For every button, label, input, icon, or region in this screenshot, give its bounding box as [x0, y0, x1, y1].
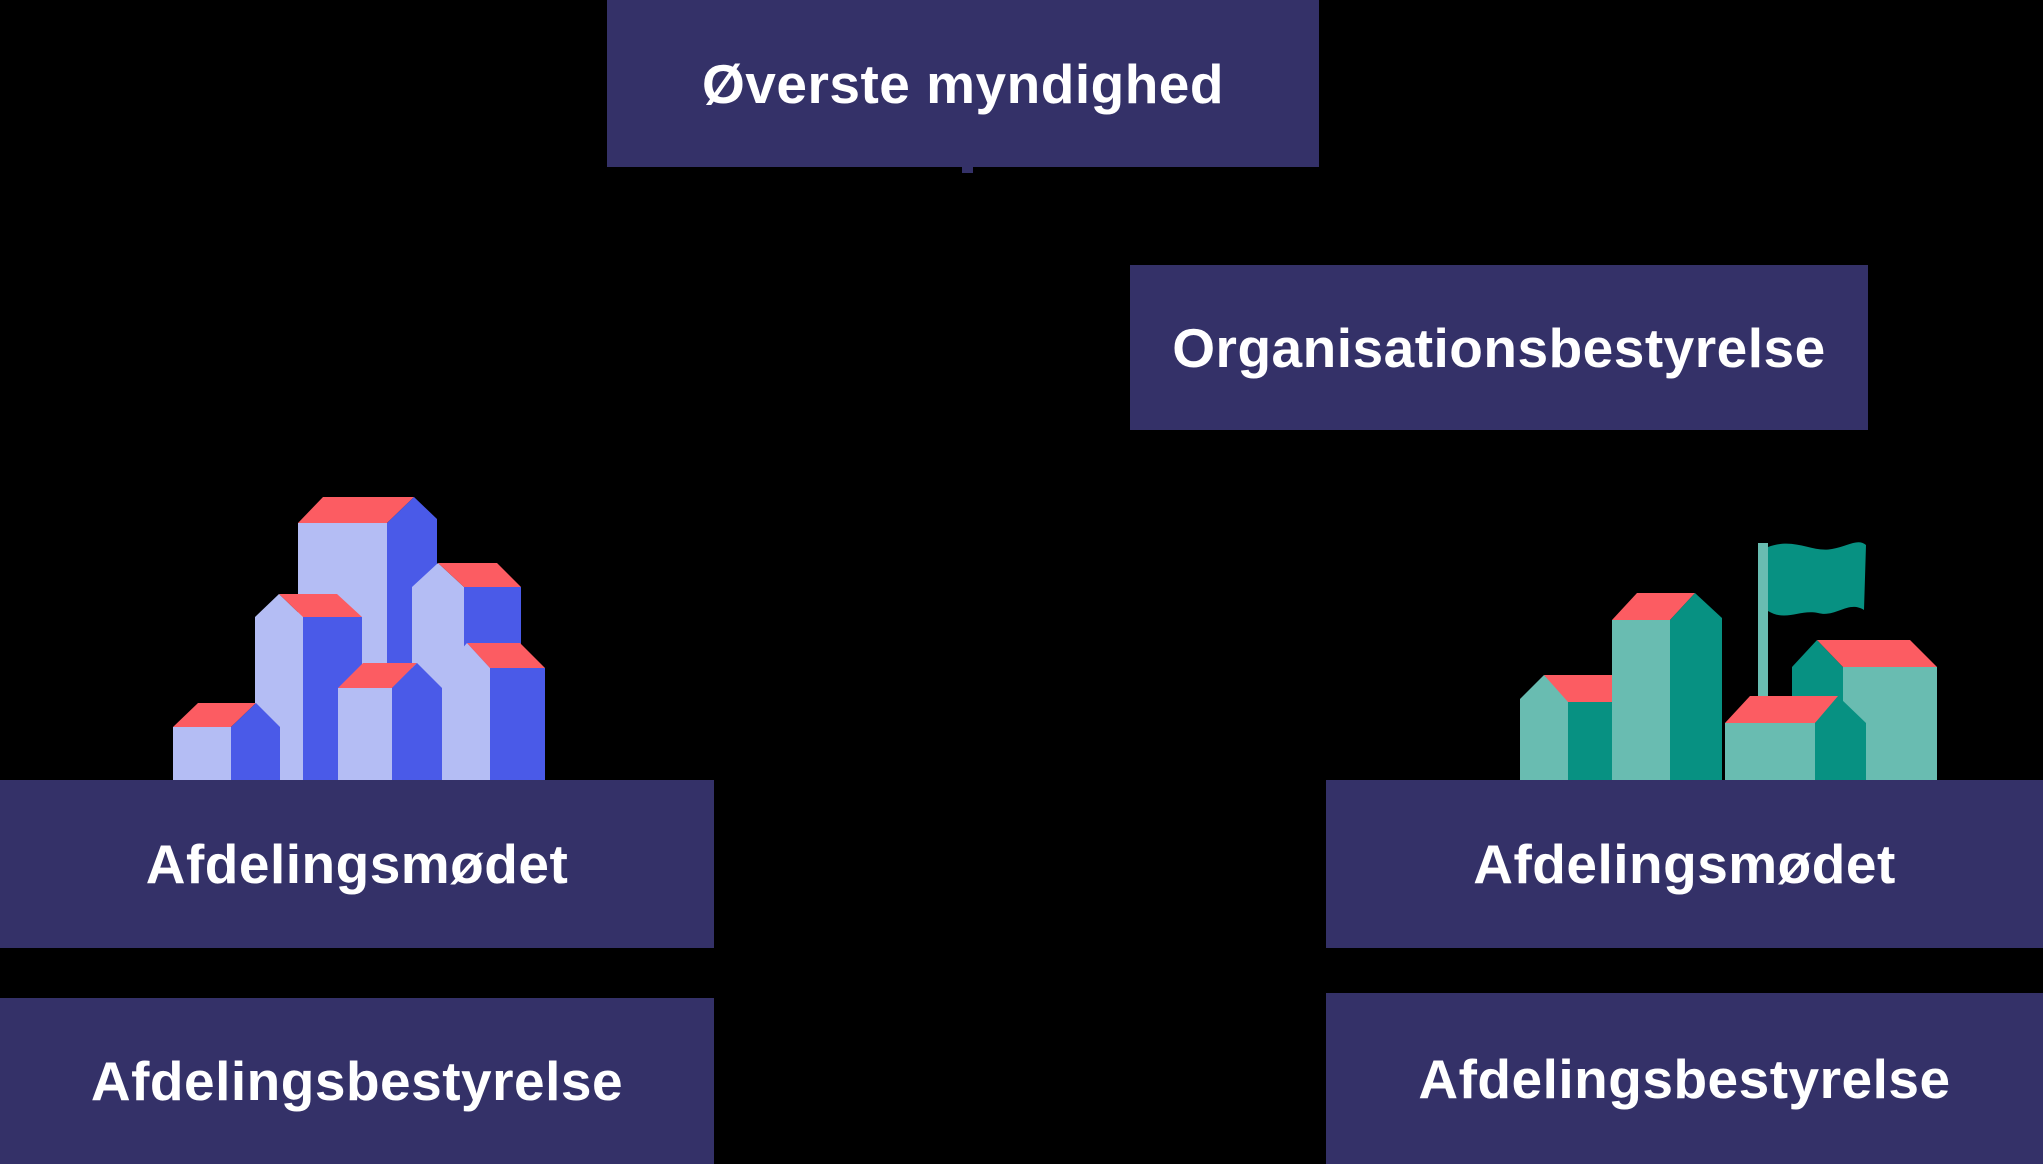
box-organisationsbestyrelse-label: Organisationsbestyrelse — [1172, 316, 1826, 379]
box-left-afdelingsbestyrelse: Afdelingsbestyrelse — [0, 998, 714, 1164]
green-buildings-flag-icon — [1520, 542, 1937, 781]
box-right-afdelingsmodet-label: Afdelingsmødet — [1473, 833, 1896, 895]
box-right-afdelingsbestyrelse-label: Afdelingsbestyrelse — [1418, 1047, 1951, 1110]
box-left-afdelingsmodet: Afdelingsmødet — [0, 780, 714, 948]
box-left-afdelingsbestyrelse-label: Afdelingsbestyrelse — [90, 1050, 624, 1112]
box-overste-myndighed-label: Øverste myndighed — [702, 52, 1224, 115]
box-overste-myndighed: Øverste myndighed — [607, 0, 1319, 167]
blue-buildings-icon — [173, 497, 545, 781]
connector-line-stub — [962, 166, 973, 173]
flag-pole — [1758, 543, 1768, 696]
box-organisationsbestyrelse: Organisationsbestyrelse — [1130, 265, 1868, 430]
box-right-afdelingsbestyrelse: Afdelingsbestyrelse — [1326, 993, 2043, 1164]
box-right-afdelingsmodet: Afdelingsmødet — [1326, 780, 2043, 948]
box-left-afdelingsmodet-label: Afdelingsmødet — [145, 833, 569, 895]
flag — [1768, 542, 1866, 616]
